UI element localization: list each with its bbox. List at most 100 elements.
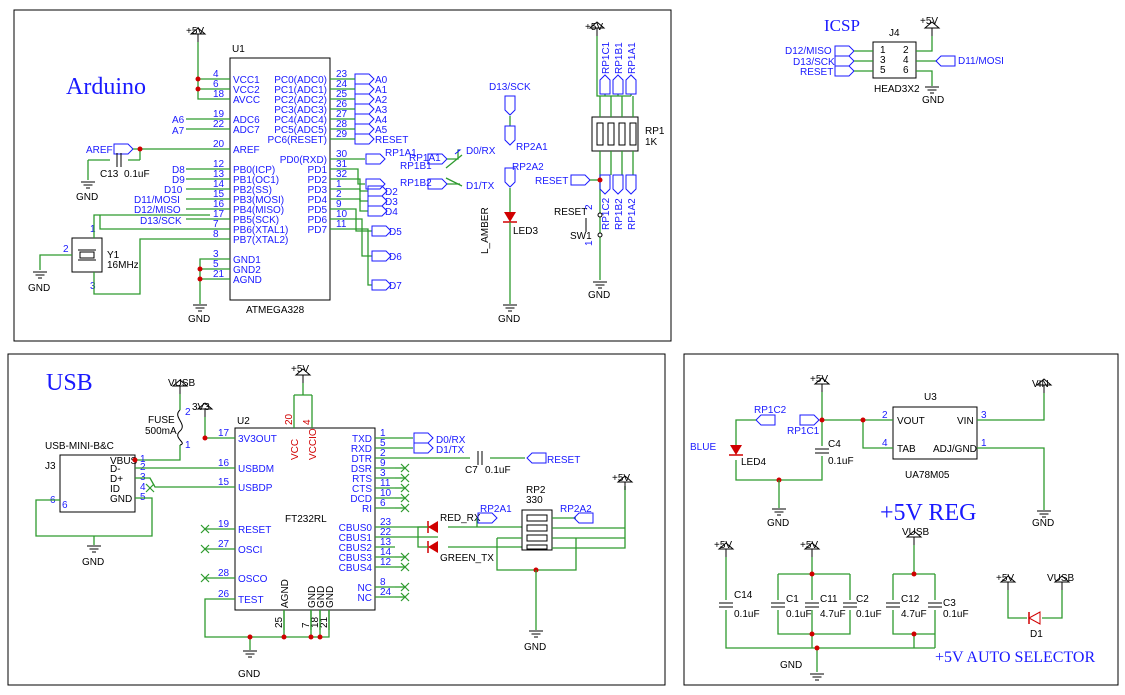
pin-name: CBUS3 xyxy=(339,553,373,564)
pin-name: AREF xyxy=(233,145,260,156)
pin-name: GND xyxy=(307,586,318,608)
net-label: A5 xyxy=(375,125,388,136)
net-label: A3 xyxy=(375,105,388,116)
pin-name: RTS xyxy=(352,474,372,485)
pin-number: 17 xyxy=(213,209,225,220)
pin-name: PC1(ADC1) xyxy=(274,85,327,96)
svg-text:FT232RL: FT232RL xyxy=(285,514,327,525)
svg-text:VUSB: VUSB xyxy=(1047,573,1075,584)
pin-name: CBUS4 xyxy=(339,563,373,574)
net-flag xyxy=(599,74,611,95)
pin-name: TXD xyxy=(352,434,372,445)
svg-text:D1/TX: D1/TX xyxy=(436,445,465,456)
pin-name: PC4(ADC4) xyxy=(274,115,327,126)
svg-text:D8: D8 xyxy=(172,165,185,176)
pin-number: 16 xyxy=(218,458,230,469)
pin-number: 27 xyxy=(336,109,348,120)
net-flag xyxy=(354,103,375,115)
svg-text:4.7uF: 4.7uF xyxy=(901,609,927,620)
svg-text:C13: C13 xyxy=(100,169,119,180)
svg-text:A6: A6 xyxy=(172,115,185,126)
pin-number: 25 xyxy=(336,89,348,100)
pin-number: 19 xyxy=(218,519,230,530)
svg-text:C2: C2 xyxy=(856,594,869,605)
net-flag xyxy=(354,113,375,125)
pin-name: CBUS1 xyxy=(339,533,373,544)
pin-number: 1 xyxy=(140,454,146,465)
pin-number: 24 xyxy=(380,587,392,598)
svg-text:GREEN_TX: GREEN_TX xyxy=(440,553,494,564)
svg-text:1: 1 xyxy=(185,440,191,451)
pin-name: PB0(ICP) xyxy=(233,165,275,176)
pin-name: PD5 xyxy=(308,205,328,216)
pin-number: 27 xyxy=(218,539,230,550)
u1-atmega328: U1 ATMEGA328 4VCC16VCC218AVCC19ADC622ADC… xyxy=(210,44,350,316)
pin-name: TEST xyxy=(238,595,264,606)
svg-text:3V3: 3V3 xyxy=(192,402,210,413)
net-label: RP1A2 xyxy=(627,198,638,230)
net-flag xyxy=(354,123,375,135)
pin-name: VCC1 xyxy=(233,75,260,86)
svg-text:LED4: LED4 xyxy=(741,457,766,468)
svg-text:RED_RX: RED_RX xyxy=(440,513,481,524)
pin-number: 4 xyxy=(213,69,219,80)
usb-frame xyxy=(7,353,666,686)
svg-text:3: 3 xyxy=(880,55,886,66)
svg-text:D0/RX: D0/RX xyxy=(436,435,466,446)
pin-name: CBUS2 xyxy=(339,543,373,554)
svg-text:J3: J3 xyxy=(45,461,56,472)
svg-text:VIN: VIN xyxy=(957,416,974,427)
pin-name: VCCIO xyxy=(308,428,319,460)
pin-name: 3V3OUT xyxy=(238,434,277,445)
svg-text:GND: GND xyxy=(28,283,50,294)
svg-text:+5V: +5V xyxy=(996,573,1014,584)
pin-number: 12 xyxy=(213,159,225,170)
pin-number: 2 xyxy=(380,448,386,459)
svg-text:+5V: +5V xyxy=(800,540,818,551)
pin-number: 8 xyxy=(213,229,219,240)
net-label: RP1B1 xyxy=(614,42,625,74)
svg-text:D1/TX: D1/TX xyxy=(466,181,495,192)
pin-name: D- xyxy=(110,464,121,475)
pin-name: PB4(MISO) xyxy=(233,205,284,216)
net-label: A0 xyxy=(375,75,388,86)
pin-number: 11 xyxy=(380,478,391,489)
pin-name: USBDM xyxy=(238,464,274,475)
pin-name: PB2(SS) xyxy=(233,185,272,196)
net-label: D3 xyxy=(385,197,398,208)
net-label: RP1C1 xyxy=(601,41,612,74)
pin-name: NC xyxy=(358,583,372,594)
svg-text:RP1A1: RP1A1 xyxy=(409,153,441,164)
svg-text:+5V: +5V xyxy=(920,16,938,27)
pin-name: PD1 xyxy=(308,165,328,176)
pin-number: 4 xyxy=(302,419,313,425)
svg-text:4: 4 xyxy=(903,55,909,66)
net-flag xyxy=(625,174,637,195)
svg-text:0.1uF: 0.1uF xyxy=(786,609,812,620)
svg-text:U2: U2 xyxy=(237,416,250,427)
svg-text:2: 2 xyxy=(882,410,888,421)
pin-name: GND1 xyxy=(233,255,261,266)
pin-name: RESET xyxy=(238,525,271,536)
pin-name: PB3(MOSI) xyxy=(233,195,284,206)
pin-name: PD0(RXD) xyxy=(280,155,327,166)
net-flag xyxy=(354,73,375,85)
pin-number: 13 xyxy=(380,537,392,548)
pin-name: PD2 xyxy=(308,175,328,186)
svg-text:RESET: RESET xyxy=(547,455,580,466)
pin-number: 22 xyxy=(380,527,392,538)
svg-text:SW1: SW1 xyxy=(570,231,592,242)
net-label: RP1C2 xyxy=(601,197,612,230)
pin-number: 30 xyxy=(336,149,348,160)
svg-text:RESET: RESET xyxy=(554,207,587,218)
svg-text:A7: A7 xyxy=(172,126,185,137)
svg-text:3: 3 xyxy=(90,281,96,292)
pin-name: PB7(XTAL2) xyxy=(233,235,288,246)
pin-number: 3 xyxy=(380,468,386,479)
net-label: D2 xyxy=(385,187,398,198)
pin-number: 21 xyxy=(319,616,330,628)
pin-name: NC xyxy=(358,593,372,604)
pin-number: 17 xyxy=(218,428,230,439)
svg-text:RP2A2: RP2A2 xyxy=(560,504,592,515)
